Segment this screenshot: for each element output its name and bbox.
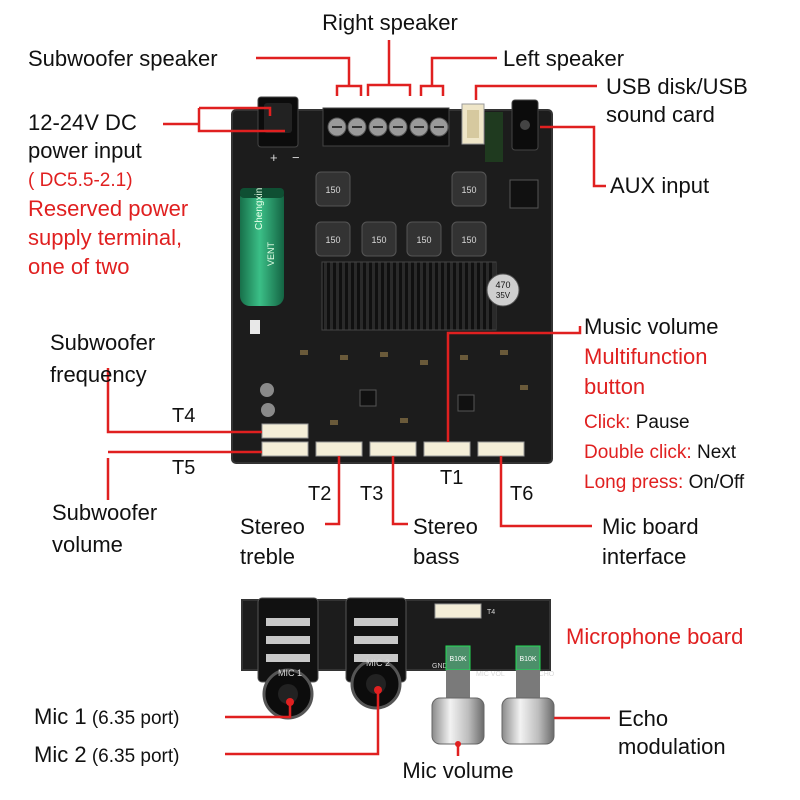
- label-t2: T2: [308, 483, 331, 505]
- label-t3: T3: [360, 483, 383, 505]
- inductor-label: 150: [325, 235, 340, 245]
- label-microphone-board: Microphone board: [566, 624, 743, 649]
- mic2-silkscreen: MIC 2: [366, 658, 390, 668]
- label-t1: T1: [440, 467, 463, 489]
- inductor-label: 150: [325, 185, 340, 195]
- label-subwoofer-speaker: Subwoofer speaker: [28, 46, 218, 71]
- capacitor-brand: Chengxin: [254, 188, 265, 230]
- label-multifunction-line1: Multifunction: [584, 344, 708, 369]
- echo-silkscreen: ECHO: [534, 671, 555, 678]
- mic2-jack: [345, 597, 407, 710]
- label-usb-line2: sound card: [606, 102, 715, 127]
- dc-power-jack: [257, 96, 299, 148]
- label-usb-line1: USB disk/USB: [606, 74, 748, 99]
- label-right-speaker: Right speaker: [322, 10, 458, 35]
- label-stereo-treble-line1: Stereo: [240, 514, 305, 539]
- label-t5: T5: [172, 457, 195, 479]
- label-sub-vol-line2: volume: [52, 532, 123, 557]
- inductor-label: 150: [461, 185, 476, 195]
- mic-volume-pot-label: B10K: [449, 656, 466, 663]
- label-reserved-line1: Reserved power: [28, 196, 188, 221]
- label-aux-input: AUX input: [610, 173, 709, 198]
- mic-volume-knob: B10K: [431, 645, 485, 745]
- small-capacitor-voltage: 35V: [496, 291, 511, 300]
- label-power-spec: ( DC5.5-2.1): [28, 170, 133, 191]
- inductor-label: 150: [416, 235, 431, 245]
- label-long-val: On/Off: [683, 472, 745, 493]
- label-long-key: Long press:: [584, 472, 683, 493]
- label-mic-board-line1: Mic board: [602, 514, 699, 539]
- label-reserved-line3: one of two: [28, 254, 130, 279]
- leader-lines: [106, 40, 610, 756]
- mic-board: MIC 1 MIC 2 T4 GND MIC VOL ECHO B10K B10…: [241, 597, 555, 745]
- label-mic1-port: (6.35 port): [87, 708, 180, 729]
- label-stereo-bass-line1: Stereo: [413, 514, 478, 539]
- label-double-key: Double click:: [584, 442, 692, 463]
- capacitor-vent: VENT: [266, 241, 276, 266]
- mic1-jack: [257, 597, 319, 720]
- small-capacitor: 470 35V: [486, 273, 520, 307]
- label-sub-freq-line1: Subwoofer: [50, 330, 155, 355]
- inductor-label: 150: [461, 235, 476, 245]
- label-click-key: Click:: [584, 412, 630, 433]
- label-echo-line2: modulation: [618, 734, 726, 759]
- mic-board-connector: [434, 603, 482, 619]
- label-reserved-line2: supply terminal,: [28, 225, 182, 250]
- aux-jack: [511, 99, 539, 151]
- label-long-press: Long press: On/Off: [584, 472, 745, 493]
- label-click-val: Pause: [630, 412, 689, 433]
- speaker-terminal-block: [322, 107, 450, 147]
- label-stereo-treble-line2: treble: [240, 544, 295, 569]
- label-left-speaker: Left speaker: [503, 46, 624, 71]
- mic-vol-silkscreen: MIC VOL: [476, 671, 505, 678]
- label-t6: T6: [510, 483, 533, 505]
- inductor-row: 150 150 150 150 150 150: [315, 171, 487, 257]
- knob-connectors: [261, 423, 525, 457]
- mic-board-t4-silkscreen: T4: [487, 609, 495, 616]
- board-components: [250, 320, 528, 425]
- label-mic1: Mic 1 (6.35 port): [34, 704, 180, 729]
- label-stereo-bass-line2: bass: [413, 544, 459, 569]
- usb-connector: [461, 103, 503, 162]
- label-mic2: Mic 2 (6.35 port): [34, 742, 180, 767]
- minus-icon: −: [292, 150, 300, 165]
- label-t4: T4: [172, 405, 195, 427]
- label-double-click: Double click: Next: [584, 442, 737, 463]
- label-echo-line1: Echo: [618, 706, 668, 731]
- annotation-labels: Right speaker Subwoofer speaker Left spe…: [28, 10, 748, 783]
- label-mic1-main: Mic 1: [34, 704, 87, 729]
- label-double-val: Next: [692, 442, 737, 463]
- echo-knob: B10K: [501, 645, 555, 745]
- small-capacitor-value: 470: [495, 280, 510, 290]
- label-sub-freq-line2: frequency: [50, 362, 147, 387]
- inductor-label: 150: [371, 235, 386, 245]
- plus-icon: +: [270, 150, 278, 165]
- label-mic2-main: Mic 2: [34, 742, 87, 767]
- label-multifunction-line2: button: [584, 374, 645, 399]
- mic1-silkscreen: MIC 1: [278, 668, 302, 678]
- echo-pot-label: B10K: [519, 656, 536, 663]
- ic-chip: [509, 179, 539, 209]
- label-power-line2: power input: [28, 138, 142, 163]
- label-mic-volume: Mic volume: [402, 758, 513, 783]
- main-board: + − Chengxin VENT: [231, 96, 553, 464]
- label-sub-vol-line1: Subwoofer: [52, 500, 157, 525]
- label-mic2-port: (6.35 port): [87, 746, 180, 767]
- heatsink: [321, 261, 497, 331]
- label-mic-board-line2: interface: [602, 544, 686, 569]
- label-power-line1: 12-24V DC: [28, 110, 137, 135]
- gnd-silkscreen: GND: [432, 663, 448, 670]
- label-click: Click: Pause: [584, 412, 690, 433]
- label-music-volume: Music volume: [584, 314, 718, 339]
- main-capacitor: Chengxin VENT: [240, 188, 284, 306]
